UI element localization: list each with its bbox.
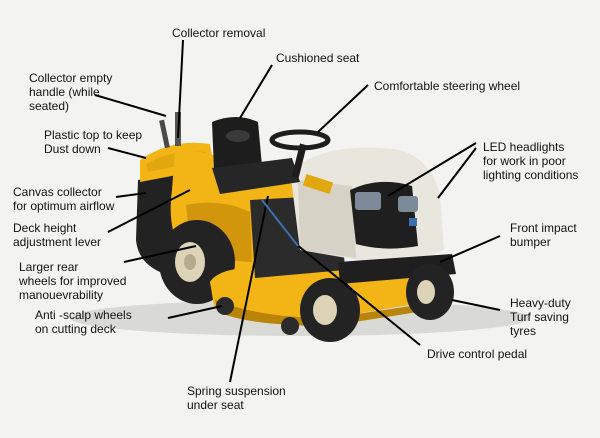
- seat-highlight: [226, 130, 250, 142]
- label-collector-empty-handle: Collector empty handle (while seated): [29, 71, 112, 113]
- led-headlight-left: [355, 192, 381, 210]
- led-headlight-right: [398, 196, 418, 212]
- label-spring-suspension: Spring suspension under seat: [187, 384, 286, 412]
- label-plastic-top: Plastic top to keep Dust down: [44, 128, 142, 156]
- front-grille: [350, 182, 418, 249]
- label-anti-scalp-wheels: Anti -scalp wheels on cutting deck: [35, 308, 132, 336]
- front-logo: [409, 218, 417, 226]
- leader-front-bumper: [440, 236, 500, 262]
- front-wheel-left-hub: [313, 295, 337, 325]
- seat-back: [212, 117, 262, 170]
- anti-scalp-wheel-right: [281, 317, 299, 335]
- label-collector-removal: Collector removal: [172, 26, 265, 40]
- label-drive-control-pedal: Drive control pedal: [427, 347, 527, 361]
- label-led-headlights: LED headlights for work in poor lighting…: [483, 140, 578, 182]
- leader-cushioned-seat: [240, 65, 272, 118]
- rear-wheel-hub-centre: [184, 254, 196, 270]
- leader-steering-wheel: [318, 85, 368, 132]
- label-larger-rear-wheels: Larger rear wheels for improved manouevr…: [19, 260, 126, 302]
- label-front-impact-bumper: Front impact bumper: [510, 221, 577, 249]
- label-heavy-duty-tyres: Heavy-duty Turf saving tyres: [510, 296, 571, 338]
- front-wheel-right-hub: [417, 280, 435, 304]
- label-canvas-collector: Canvas collector for optimum airflow: [13, 185, 114, 213]
- label-comfortable-steering-wheel: Comfortable steering wheel: [374, 79, 520, 93]
- label-cushioned-seat: Cushioned seat: [276, 51, 359, 65]
- label-deck-height-lever: Deck height adjustment lever: [13, 221, 101, 249]
- collector-empty-handle-rod: [159, 120, 170, 148]
